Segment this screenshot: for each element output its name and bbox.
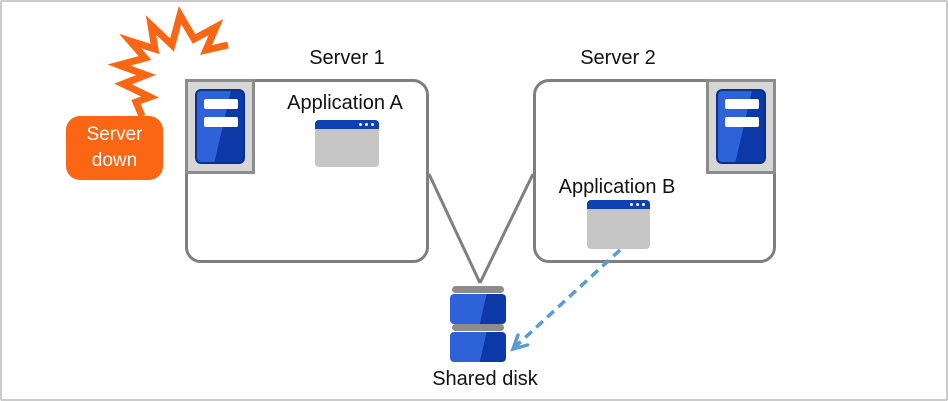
disk-body [450,294,506,324]
server2-disk-connector-line [478,173,535,284]
disk-body [450,332,506,362]
appb-disk-arrowhead-icon [510,333,530,352]
appb-disk-arrow-line [514,248,622,348]
window-dot-icon [636,203,639,206]
server-unit [195,89,245,164]
server-down-label: Server down [86,124,143,171]
window-titlebar [315,120,379,129]
server1-title: Server 1 [309,47,385,69]
shared-disk-label: Shared disk [432,368,538,390]
disk-platter-bar [452,286,504,293]
server1-tower-icon [185,79,255,174]
server2-title: Server 2 [580,47,656,69]
server-slot [204,117,238,127]
server-slot [204,99,238,109]
server-slot [725,117,759,127]
server-unit [716,89,766,164]
application-b-window-icon [587,200,650,249]
disk-platter-bar [452,324,504,331]
window-titlebar [587,200,650,209]
application-a-window-icon [315,120,379,167]
server-slot [725,99,759,109]
window-dot-icon [359,123,362,126]
window-dot-icon [371,123,374,126]
window-dot-icon [642,203,645,206]
window-dot-icon [365,123,368,126]
application-b-label: Application B [558,176,676,198]
server1-disk-connector-line [427,173,482,284]
shared-disk-icon [450,284,506,362]
server2-tower-icon [706,79,776,174]
application-a-label: Application A [287,92,403,114]
server-down-badge: Server down [66,116,163,180]
window-dot-icon [630,203,633,206]
